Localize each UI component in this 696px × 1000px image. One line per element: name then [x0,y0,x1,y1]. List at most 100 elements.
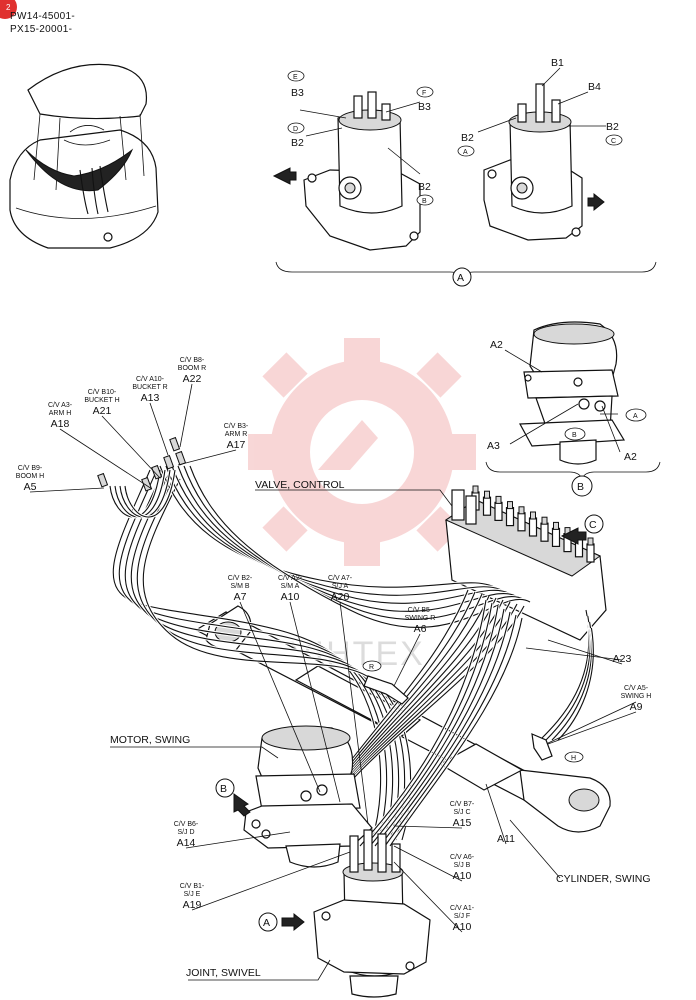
detail-b-marker: B [571,475,593,497]
hydraulic-hose [142,478,412,841]
hose-destination: S/J B [454,862,471,869]
cylinder-swing-label: CYLINDER, SWING [556,873,651,885]
part-label: B2 [291,137,304,149]
hose-destination: BUCKET H [84,397,119,404]
hose-leader-line [393,861,463,933]
part-label: B3 [418,101,431,113]
hose-label: A11 [497,833,515,845]
svg-text:A: A [463,149,468,156]
hose-label: C/V B9-BOOM HA5 [16,465,44,493]
hose-destination: ARM R [225,431,248,438]
hose-source-port: C/V B10- [88,389,117,396]
circled-letter: A [625,408,647,422]
hose-source-port: C/V A6- [450,854,475,861]
svg-text:B: B [422,198,427,205]
hydraulic-hose [124,469,176,518]
hose-fitting [97,472,109,488]
hose-leader-line [289,601,341,803]
hose-fitting [175,450,187,466]
svg-text:C: C [589,519,597,531]
hydraulic-hose [359,599,487,847]
valve-spool [540,522,549,542]
hose-source-port: C/V B7- [450,801,475,808]
hose-part-number: A20 [331,591,350,603]
hydraulic-hose [384,614,517,847]
hose-source-port: C/V A2- [278,575,303,582]
serial-number: PW14-45001- [10,11,75,22]
detail-a-marker: A [452,267,472,287]
hose-destination: S/M A [281,583,300,590]
hose-part-number: A5 [24,481,37,493]
valve-spool-cap [530,511,536,520]
hose-part-number: A11 [497,833,515,845]
hydraulic-hose [349,603,518,781]
part-label: A2 [490,339,503,351]
svg-text:B: B [572,432,577,439]
hose-destination: S/J D [177,829,194,836]
valve-spool-cap [495,495,502,504]
view-b-arrow: B [215,778,251,817]
hose-source-port: C/V B3- [224,423,249,430]
hose-leader-line [101,415,161,479]
hydraulic-hose [345,599,504,781]
hose-leader-line [29,487,105,493]
motor-swing-label: MOTOR, SWING [110,734,190,746]
hydraulic-hose [389,617,523,847]
serial-number: PX15-20001- [10,24,72,35]
hydraulic-hose [165,465,507,596]
part-label: B2 [418,181,431,193]
hydraulic-hose [364,602,493,847]
hose-part-number: A13 [141,392,160,404]
svg-text:A: A [263,917,270,929]
excavator-cab-thumbnail [9,63,159,249]
valve-control-label: VALVE, CONTROL [255,479,345,491]
hose-source-port: C/V A3- [48,402,73,409]
hose-part-number: A14 [177,837,196,849]
hose-label: A23 [613,653,632,665]
hose-part-number: A10 [281,591,300,603]
hose-destination: BOOM H [16,473,44,480]
valve-spool-cap [518,506,525,515]
hose-destination: SWING R [405,615,436,622]
svg-text:D: D [293,126,298,133]
hose-part-number: A9 [630,701,643,713]
watermark-gear-icon [248,338,476,566]
hydraulic-hose [379,611,511,847]
hydraulic-hose [136,476,406,841]
circled-letter: E [287,70,305,82]
part-label: B2 [461,132,474,144]
hose-part-number: A21 [93,405,112,417]
view-a-arrow: A [258,912,305,932]
svg-text:A: A [633,413,638,420]
hose-label: C/V B2-S/M BA7 [228,575,253,603]
hydraulic-hose [369,605,499,847]
page-badge: 2 [0,0,17,19]
hose-leader-line [185,831,291,849]
hose-leader-line [485,783,507,845]
h-fitting-tag: H [531,733,584,763]
hose-source-port: C/V B8- [180,357,205,364]
hose-source-port: C/V B1- [180,883,205,890]
svg-text:A: A [457,272,464,284]
hose-destination: S/J C [453,809,470,816]
hose-leader-line [547,639,623,665]
hose-fitting [141,476,153,492]
hose-destination: BOOM R [178,365,206,372]
hose-leader-line [393,845,463,882]
hose-leader-line [59,428,153,490]
hose-fitting [151,464,163,480]
valve-spool [586,543,595,563]
hose-part-number: A10 [453,921,472,933]
part-label: A2 [624,451,637,463]
hose-leader-line [239,601,321,793]
hose-part-number: A18 [51,418,70,430]
hose-part-number: A7 [234,591,247,603]
part-label: B2 [606,121,619,133]
valve-spool [551,527,561,548]
